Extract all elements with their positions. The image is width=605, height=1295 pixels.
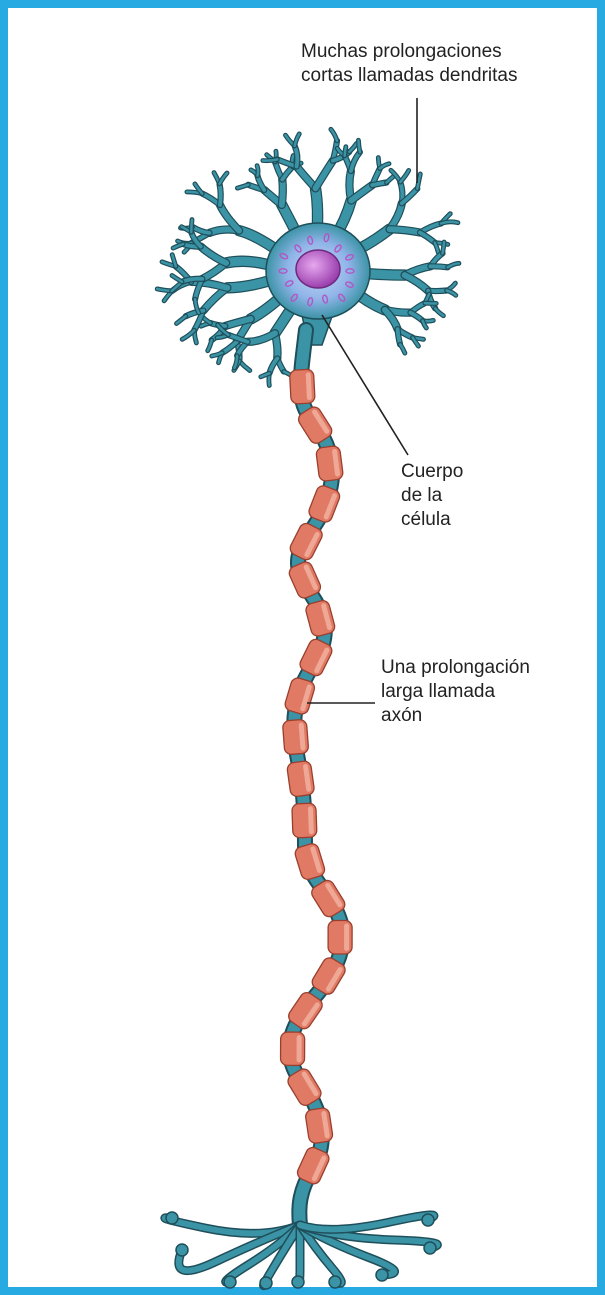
terminal-bouton [422,1214,434,1226]
label-dendrites: Muchas prolongaciones cortas llamadas de… [301,40,518,88]
dendrite-branch [282,180,283,205]
terminal-bouton [166,1212,178,1224]
label-cell-body: Cuerpo de la célula [401,460,463,532]
terminal-bouton [176,1244,188,1256]
myelin-segment [294,842,327,881]
myelin-highlight [308,806,314,834]
label-axon: Una prolongación larga llamada axón [381,656,530,728]
dendrite-branch [191,220,192,233]
label-cell-body-line-3: célula [401,508,463,532]
cell-body [266,223,370,319]
leader-line-cell-body [322,315,408,455]
dendrite-branch [203,288,227,311]
terminal-bouton [260,1277,272,1289]
dendrite-branch [358,140,360,152]
label-dendrites-line-2: cortas llamadas dendritas [301,64,518,88]
nucleus [296,250,340,288]
myelin-segment [304,599,336,638]
dendrite-branch [257,166,258,176]
myelin-segment [283,676,316,715]
terminal-bouton [329,1276,341,1288]
axon-terminals [165,1212,437,1289]
myelin-highlight [344,924,349,952]
dendrite-branch [345,147,346,156]
myelin-segment [286,760,314,797]
terminal-bouton [424,1242,436,1254]
dendrite-branch [351,185,372,200]
myelin-segment [316,445,344,481]
dendrite-branch [316,161,333,189]
dendrite-branch [430,266,447,267]
label-dendrites-line-1: Muchas prolongaciones [301,40,518,64]
dendrite-branch [443,242,445,253]
myelin-highlight [297,1035,302,1062]
dendrite-branch [263,159,277,160]
terminal-bouton [224,1276,236,1288]
dendrite-branch [390,229,420,232]
label-cell-body-line-1: Cuerpo [401,460,463,484]
myelin-sheath [281,369,353,1186]
terminal-bouton [376,1269,388,1281]
label-axon-line-3: axón [381,704,530,728]
terminal-branch [298,1225,300,1283]
dendrite-branch [220,184,221,205]
label-axon-line-2: larga llamada [381,680,530,704]
label-axon-line-1: Una prolongación [381,656,530,680]
myelin-segment [305,1107,334,1144]
terminal-bouton [292,1276,304,1288]
label-cell-body-line-2: de la [401,484,463,508]
